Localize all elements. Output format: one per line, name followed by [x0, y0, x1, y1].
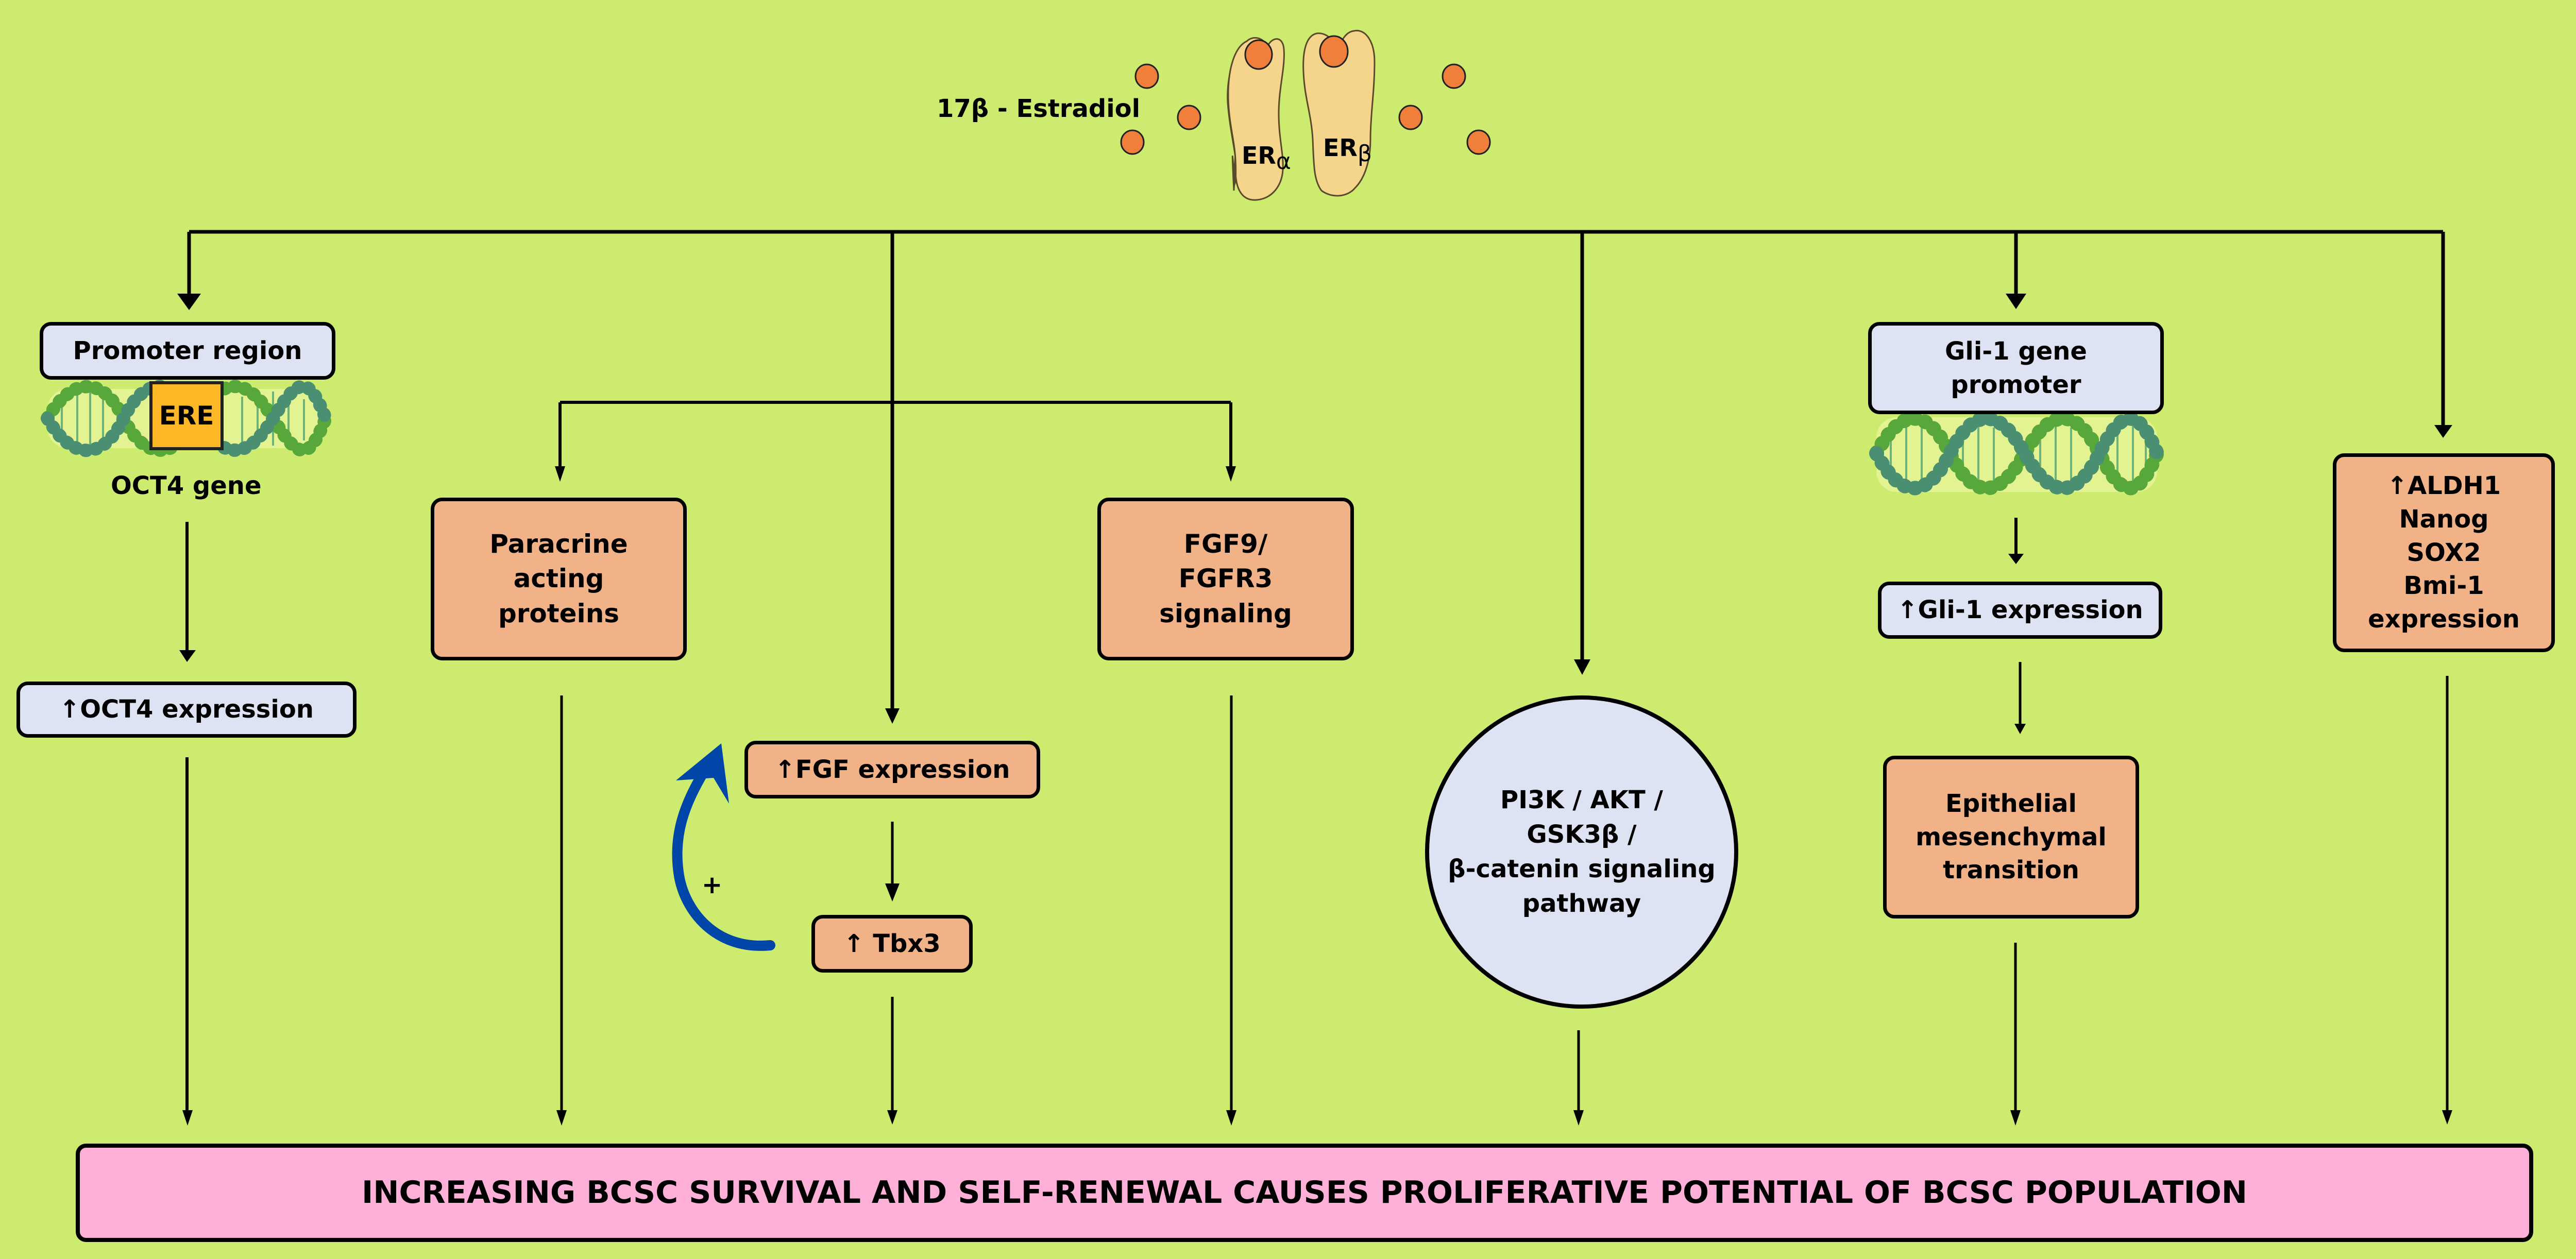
paracrine-line: Paracrine [489, 529, 628, 559]
stemness-line: ↑ALDH1 [2386, 471, 2501, 500]
oct4-expression-box: ↑OCT4 expression [16, 682, 357, 738]
stemness-line: expression [2368, 605, 2520, 634]
pi3k-line: GSK3β / [1527, 820, 1637, 849]
er-beta-sub: β [1357, 141, 1372, 167]
fgf9-line: FGF9/ [1183, 529, 1268, 559]
gli-expression-box: ↑Gli-1 expression [1878, 582, 2162, 639]
stemness-line: Bmi-1 [2403, 571, 2484, 601]
estradiol-dot [1466, 129, 1491, 155]
gli-promoter-box: Gli-1 gene promoter [1868, 322, 2164, 414]
fgf9-box: FGF9/ FGFR3 signaling [1097, 498, 1354, 660]
estradiol-dot [1442, 63, 1466, 89]
promoter-region-label: Promoter region [73, 336, 302, 365]
arrowhead-outcome-7 [2442, 1110, 2452, 1125]
estradiol-dot [1177, 105, 1201, 130]
stemness-line: SOX2 [2406, 538, 2481, 567]
paracrine-box: Paracrine acting proteins [431, 498, 687, 660]
gli-expression-label: ↑Gli-1 expression [1897, 596, 2143, 625]
pi3k-pathway-circle: PI3K / AKT / GSK3β / β-catenin signaling… [1425, 695, 1738, 1009]
arrowhead-outcome-2 [556, 1110, 567, 1126]
arrowhead-outcome-6 [2010, 1110, 2021, 1126]
pi3k-line: β-catenin signaling [1448, 855, 1716, 883]
feedback-plus-sign: + [702, 871, 723, 899]
estradiol-dot [1244, 39, 1273, 70]
fgf9-line: signaling [1159, 598, 1292, 628]
fgf-expression-label: ↑FGF expression [774, 755, 1010, 784]
emt-line: mesenchymal [1916, 822, 2107, 852]
arrowhead-emt [2014, 724, 2026, 734]
er-alpha-base: ER [1242, 142, 1276, 169]
er-alpha-sub: α [1276, 148, 1291, 175]
emt-box: Epithelial mesenchymal transition [1883, 756, 2139, 918]
tbx3-box: ↑ Tbx3 [811, 915, 973, 973]
er-alpha-label: ERα [1242, 142, 1291, 175]
gli-promoter-line: promoter [1951, 370, 2081, 399]
estradiol-dot [1398, 105, 1423, 130]
promoter-region-box: Promoter region [40, 322, 335, 380]
estradiol-dot [1120, 129, 1145, 155]
arrowhead-outcome-1 [182, 1110, 193, 1126]
oct4-gene-label: OCT4 gene [111, 471, 262, 500]
arrowhead-outcome-3 [887, 1110, 897, 1125]
arrowhead-outcome-5 [1573, 1110, 1584, 1126]
estradiol-label: 17β - Estradiol [937, 94, 1141, 123]
fgf9-line: FGFR3 [1178, 564, 1273, 594]
pi3k-line: PI3K / AKT / [1500, 785, 1663, 814]
arrowhead-fgf [885, 708, 900, 724]
tbx3-label: ↑ Tbx3 [843, 929, 941, 958]
arrowhead-paracrine [555, 466, 565, 482]
estradiol-dot [1319, 35, 1349, 68]
ere-label: ERE [159, 401, 214, 431]
pi3k-line: pathway [1522, 889, 1641, 918]
stemness-markers-box: ↑ALDH1 Nanog SOX2 Bmi-1 expression [2333, 453, 2555, 652]
stemness-line: Nanog [2399, 504, 2489, 534]
arrowhead-pi3k [1574, 659, 1590, 675]
er-beta-shape [1302, 29, 1376, 197]
er-beta-base: ER [1323, 134, 1358, 162]
dna-helix-gli [1869, 411, 2164, 496]
positive-feedback-arrow [672, 743, 775, 951]
estradiol-dot [1134, 63, 1159, 89]
arrowhead-fgf9 [1226, 466, 1236, 482]
arrowhead-gli-expression [2008, 554, 2024, 564]
paracrine-line: acting [513, 564, 604, 594]
emt-line: Epithelial [1945, 789, 2077, 818]
emt-line: transition [1943, 856, 2079, 885]
paracrine-line: proteins [498, 598, 620, 628]
arrowhead-stemness [2434, 425, 2452, 438]
arrowhead-oct4 [177, 294, 201, 310]
arrowhead-tbx3 [885, 883, 900, 901]
fgf-expression-box: ↑FGF expression [744, 741, 1040, 798]
arrowhead-outcome-4 [1226, 1110, 1236, 1126]
arrowhead-oct4-expression [179, 650, 196, 662]
outcome-label: INCREASING BCSC SURVIVAL AND SELF-RENEWA… [361, 1175, 2248, 1211]
outcome-bar: INCREASING BCSC SURVIVAL AND SELF-RENEWA… [76, 1144, 2533, 1242]
receptor-illustration [1227, 29, 1376, 201]
er-beta-label: ERβ [1323, 134, 1372, 167]
oct4-expression-label: ↑OCT4 expression [59, 695, 314, 724]
arrowhead-gli [2006, 294, 2026, 309]
ere-box: ERE [149, 381, 224, 450]
gli-promoter-line: Gli-1 gene [1945, 336, 2087, 366]
